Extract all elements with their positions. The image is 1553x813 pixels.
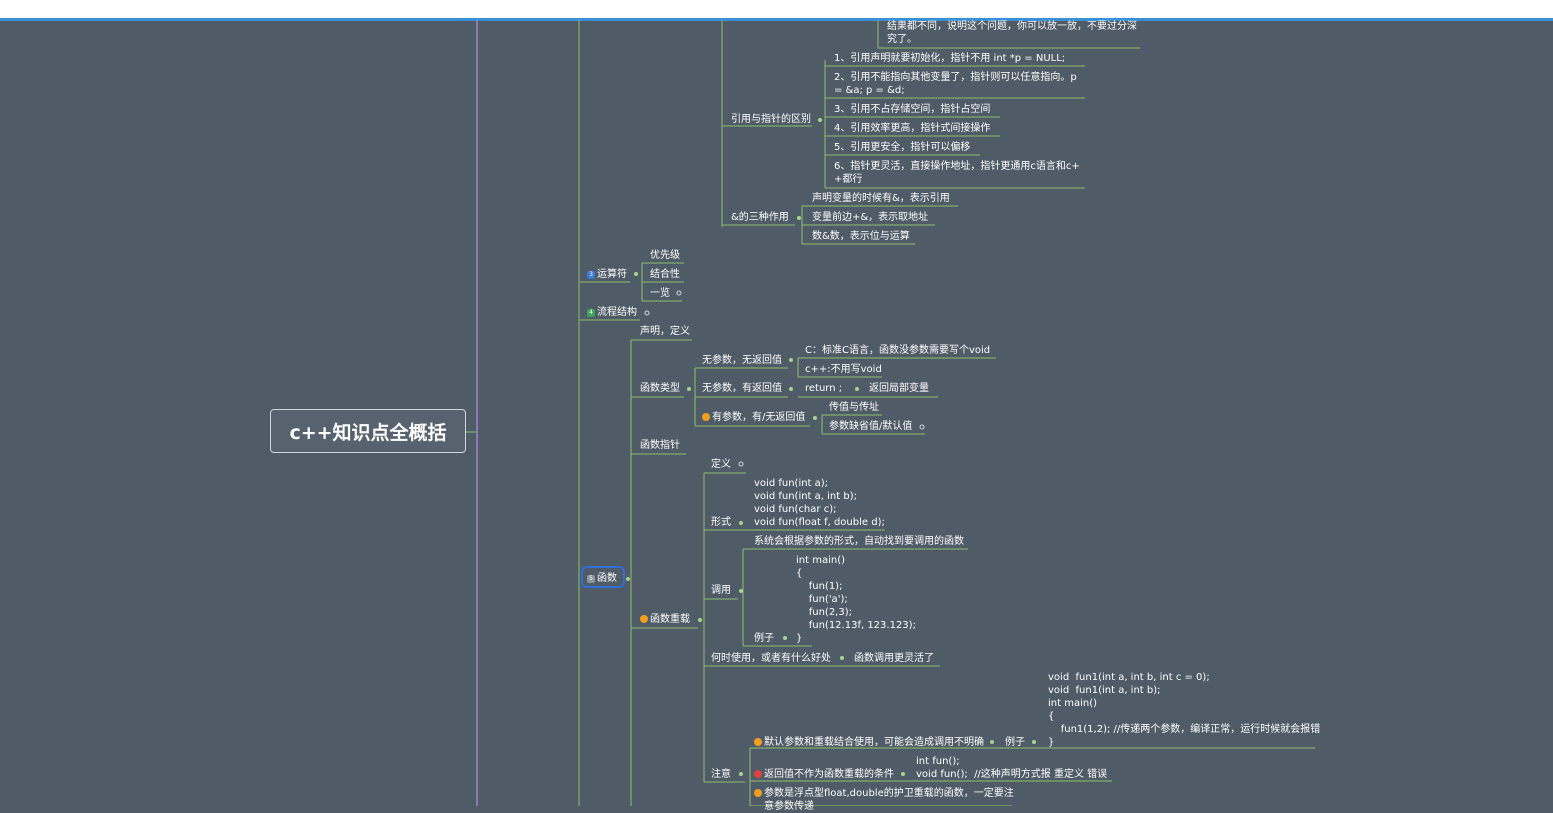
orange-flag-icon	[640, 615, 648, 623]
ref-vs-ptr-item-5[interactable]: 5、引用更安全，指针可以偏移	[834, 142, 971, 153]
top-accent-line	[0, 18, 1553, 21]
form-code-2: void fun(int a, int b);	[754, 491, 857, 502]
call-example[interactable]: 例子	[754, 633, 774, 644]
flow-label: 流程结构	[597, 307, 637, 318]
call-code-2: {	[796, 568, 803, 579]
amp-item-3[interactable]: 数&数，表示位与运算	[812, 231, 910, 242]
priority-5-icon: 5	[587, 575, 595, 583]
ref-vs-ptr-item-6[interactable]: 6、指针更灵活，直接操作地址，指针更通用c语言和c+	[834, 161, 1080, 172]
ret-code-1: int fun();	[916, 756, 960, 767]
form-code-1: void fun(int a);	[754, 478, 829, 489]
float-param-note-cont: 意参数传递	[764, 801, 814, 812]
orange-flag-icon	[702, 413, 710, 421]
overload-benefit[interactable]: 函数调用更灵活了	[854, 653, 934, 664]
call-code-1: int main()	[796, 555, 846, 566]
amp-item-2[interactable]: 变量前边+&，表示取地址	[812, 212, 929, 223]
note-line-2: 究了。	[887, 34, 917, 45]
overload-label: 函数重载	[650, 614, 690, 625]
call-code-6: fun(12.13f, 123.123);	[796, 620, 916, 631]
selection-frame	[581, 566, 625, 588]
default-ambiguity-label: 默认参数和重载结合使用，可能会造成调用不明确	[764, 737, 984, 748]
note-line-1: 结果都不同，说明这个问题，你可以放一放，不要过分深	[887, 21, 1137, 32]
float-param-note[interactable]: 参数是浮点型float,double的护卫重载的函数，一定要注	[754, 787, 1014, 800]
call-code-3: fun(1);	[796, 581, 843, 592]
form-code-3: void fun(char c);	[754, 504, 837, 515]
functions-decl[interactable]: 声明，定义	[640, 326, 690, 337]
default-ambiguity-note[interactable]: 默认参数和重载结合使用，可能会造成调用不明确	[754, 736, 984, 749]
return-local-var[interactable]: 返回局部变量	[869, 383, 929, 394]
amp-item-1[interactable]: 声明变量的时候有&，表示引用	[812, 193, 950, 204]
call-note[interactable]: 系统会根据参数的形式，自动找到要调用的函数	[754, 536, 964, 547]
c-void-note[interactable]: C：标准C语言，函数没参数需要写个void	[805, 345, 991, 356]
no-param-ret[interactable]: 无参数，有返回值	[702, 383, 782, 394]
default-code-4: {	[1048, 711, 1055, 722]
function-pointer[interactable]: 函数指针	[640, 440, 680, 451]
ambiguity-example[interactable]: 例子	[1005, 737, 1025, 748]
overload-call[interactable]: 调用	[711, 585, 731, 596]
overload-def[interactable]: 定义	[711, 459, 731, 470]
pass-by-value-ref[interactable]: 传值与传址	[829, 402, 879, 413]
call-code-5: fun(2,3);	[796, 607, 852, 618]
operators-item-associativity[interactable]: 结合性	[650, 269, 680, 280]
default-code-2: void fun1(int a, int b);	[1048, 685, 1161, 696]
no-param-no-ret[interactable]: 无参数，无返回值	[702, 355, 782, 366]
call-code-4: fun('a');	[796, 594, 848, 605]
ref-vs-ptr-item-2[interactable]: 2、引用不能指向其他变量了，指针则可以任意指向。p	[834, 72, 1077, 83]
function-types-topic[interactable]: 函数类型	[640, 383, 680, 394]
ref-vs-ptr-item-3[interactable]: 3、引用不占存储空间，指针占空间	[834, 104, 991, 115]
error-flag-icon	[754, 770, 762, 778]
return-type-note[interactable]: 返回值不作为函数重载的条件	[754, 768, 894, 781]
amp-topic[interactable]: &的三种作用	[731, 212, 789, 223]
default-code-3: int main()	[1048, 698, 1098, 709]
with-param-label: 有参数，有/无返回值	[712, 412, 806, 423]
default-code-6: }	[1048, 737, 1055, 748]
warning-flag-icon	[754, 789, 762, 797]
functions-label: 函数	[597, 573, 617, 584]
operators-item-precedence[interactable]: 优先级	[650, 250, 680, 261]
ref-vs-ptr-topic[interactable]: 引用与指针的区别	[731, 114, 811, 125]
ref-vs-ptr-item-2-cont: = &a; p = &d;	[834, 85, 905, 96]
root-topic[interactable]: c++知识点全概括	[270, 409, 466, 453]
ref-vs-ptr-item-6-cont: +都行	[834, 174, 863, 185]
overload-topic[interactable]: 函数重载	[640, 613, 690, 626]
overload-form[interactable]: 形式	[711, 517, 731, 528]
operators-item-overview[interactable]: 一览	[650, 288, 670, 299]
priority-3-icon: 3	[587, 271, 595, 279]
overload-when[interactable]: 何时使用，或者有什么好处	[711, 653, 831, 664]
float-param-label: 参数是浮点型float,double的护卫重载的函数，一定要注	[764, 788, 1014, 799]
call-code-7: }	[796, 633, 803, 644]
warning-flag-icon	[754, 738, 762, 746]
ret-code-2: void fun(); //这种声明方式报 重定义 错误	[916, 769, 1108, 780]
return-keyword[interactable]: return ;	[805, 383, 843, 394]
with-param[interactable]: 有参数，有/无返回值	[702, 411, 805, 424]
ref-vs-ptr-item-4[interactable]: 4、引用效率更高，指针式间接操作	[834, 123, 991, 134]
return-type-label: 返回值不作为函数重载的条件	[764, 769, 894, 780]
top-toolbar-strip	[0, 0, 1553, 18]
ref-vs-ptr-item-1[interactable]: 1、引用声明就要初始化，指针不用 int *p = NULL;	[834, 53, 1066, 64]
default-code-5: fun1(1,2); //传递两个参数，编译正常，运行时候就会报错	[1048, 724, 1321, 735]
overload-notes[interactable]: 注意	[711, 769, 731, 780]
operators-label: 运算符	[597, 269, 627, 280]
form-code-4: void fun(float f, double d);	[754, 517, 885, 528]
default-param[interactable]: 参数缺省值/默认值	[829, 421, 913, 432]
default-code-1: void fun1(int a, int b, int c = 0);	[1048, 672, 1210, 683]
priority-4-icon: 4	[587, 309, 595, 317]
cpp-void-note[interactable]: c++:不用写void	[805, 364, 882, 375]
